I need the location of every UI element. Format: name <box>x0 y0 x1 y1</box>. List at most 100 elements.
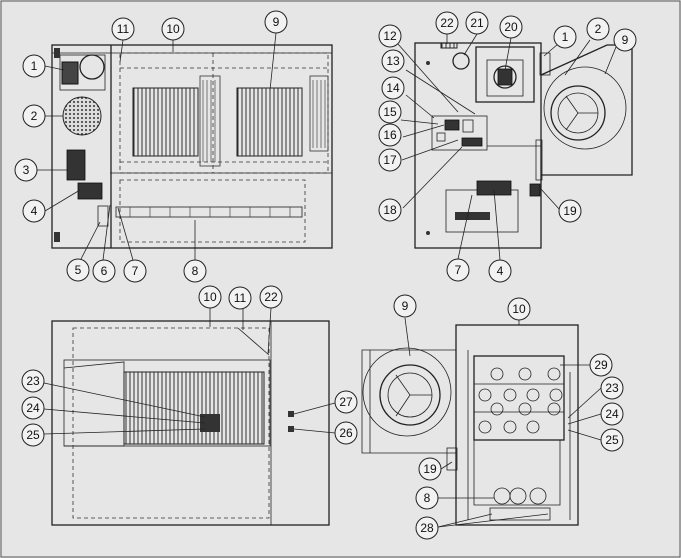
callout-number: 4 <box>497 264 504 278</box>
callout-number: 19 <box>423 462 437 476</box>
callout: 6 <box>92 259 116 283</box>
callout: 8 <box>183 259 207 283</box>
burner-assembly <box>445 189 519 233</box>
filter-unit <box>66 149 86 181</box>
callout-number: 3 <box>23 163 30 177</box>
callout: 8 <box>415 486 439 510</box>
callout: 3 <box>14 158 38 182</box>
callout: 9 <box>264 10 288 34</box>
callout-number: 25 <box>605 433 619 447</box>
callout-number: 29 <box>594 358 608 372</box>
callout: 2 <box>22 104 46 128</box>
callout-number: 10 <box>203 290 217 304</box>
callout-number: 1 <box>31 59 38 73</box>
callout-number: 8 <box>192 264 199 278</box>
callout: 11 <box>111 17 135 41</box>
callout-number: 15 <box>383 105 397 119</box>
callout-number: 2 <box>31 109 38 123</box>
fan-grille <box>62 96 102 136</box>
callout: 17 <box>378 148 402 172</box>
callout: 12 <box>378 24 402 48</box>
callout: 21 <box>465 11 489 35</box>
callout-number: 11 <box>234 291 247 305</box>
callout: 9 <box>393 294 417 318</box>
callout-number: 2 <box>595 22 602 36</box>
blower-housing <box>543 66 627 150</box>
callout: 22 <box>259 285 283 309</box>
callout-number: 11 <box>117 22 130 36</box>
callout-number: 10 <box>512 302 526 316</box>
callout-number: 28 <box>420 521 434 535</box>
callout: 10 <box>507 297 531 321</box>
callout-number: 17 <box>383 153 397 167</box>
cabinet-outline-top <box>51 320 330 526</box>
coil-left <box>132 87 199 157</box>
callout-number: 22 <box>440 16 454 30</box>
callout: 23 <box>600 376 624 400</box>
view-top-plan <box>51 320 330 526</box>
callout: 10 <box>198 285 222 309</box>
sensor-cluster <box>200 414 220 432</box>
callout-number: 18 <box>383 203 397 217</box>
callout-number: 27 <box>339 395 353 409</box>
callout: 19 <box>418 457 442 481</box>
callout: 24 <box>600 402 624 426</box>
callout-number: 23 <box>605 381 619 395</box>
nozzle-3 <box>529 487 547 505</box>
callout: 13 <box>381 49 405 73</box>
callout-number: 9 <box>402 299 409 313</box>
callout: 25 <box>600 428 624 452</box>
view-left-elevation <box>51 44 333 249</box>
leader-lines <box>37 32 617 528</box>
callout: 9 <box>613 28 637 52</box>
callout: 4 <box>488 259 512 283</box>
callout: 11 <box>228 286 252 310</box>
callout: 1 <box>22 54 46 78</box>
callout: 18 <box>378 198 402 222</box>
callout: 2 <box>586 17 610 41</box>
burner-matrix <box>473 355 565 441</box>
callout-number: 8 <box>424 491 431 505</box>
callout: 23 <box>21 369 45 393</box>
cabinet-outline-left <box>51 44 333 249</box>
nozzle-2 <box>509 487 527 505</box>
callout: 27 <box>334 390 358 414</box>
callout-number: 1 <box>562 30 569 44</box>
motor-symbol <box>79 54 105 80</box>
callout-number: 26 <box>339 426 353 440</box>
blower-motor <box>61 61 79 85</box>
callout-number: 7 <box>132 264 139 278</box>
burner-box <box>475 46 535 103</box>
callout: 19 <box>558 199 582 223</box>
gas-valve-side <box>476 180 512 196</box>
callout-number: 16 <box>383 128 397 142</box>
callout-number: 7 <box>455 263 462 277</box>
callout: 1 <box>553 25 577 49</box>
coil-right <box>236 87 303 157</box>
nozzle-1 <box>493 487 511 505</box>
callout-number: 21 <box>470 16 484 30</box>
callout: 4 <box>22 199 46 223</box>
callout: 16 <box>378 123 402 147</box>
callout-number: 6 <box>101 264 108 278</box>
callout: 22 <box>435 11 459 35</box>
callout-number: 9 <box>273 15 280 29</box>
callout-number: 12 <box>383 29 397 43</box>
gas-valve <box>77 182 103 200</box>
callout: 26 <box>334 421 358 445</box>
callout-number: 19 <box>563 204 577 218</box>
callout-number: 14 <box>386 81 400 95</box>
callout: 7 <box>446 258 470 282</box>
callout: 14 <box>381 76 405 100</box>
callout: 28 <box>415 516 439 540</box>
callout: 7 <box>123 259 147 283</box>
blower-housing-front <box>362 347 452 437</box>
callout-number: 4 <box>31 204 38 218</box>
callout: 29 <box>589 353 613 377</box>
callout-number: 22 <box>264 290 278 304</box>
callout: 5 <box>66 258 90 282</box>
callout-number: 24 <box>605 407 619 421</box>
